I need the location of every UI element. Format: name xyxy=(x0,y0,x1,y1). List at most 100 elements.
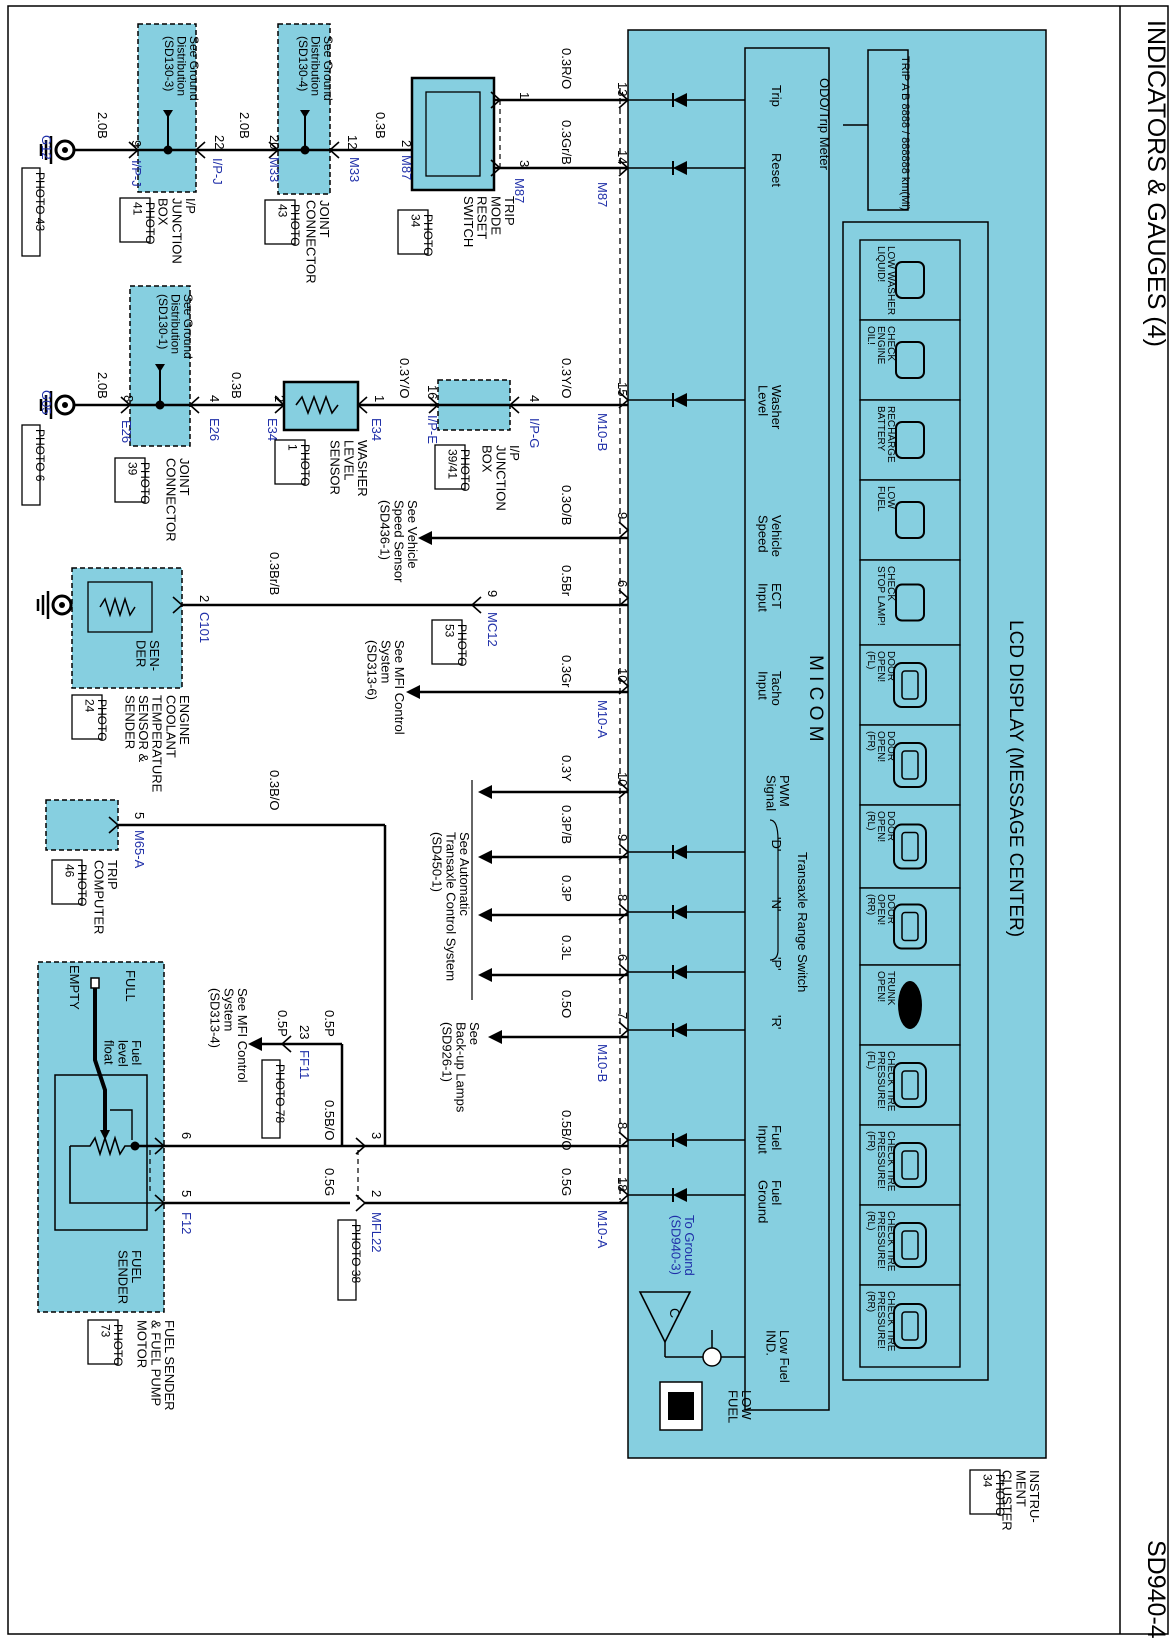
connector-pin-icon xyxy=(355,1194,367,1212)
diode-triangle xyxy=(673,93,687,107)
wire-label: 0.3B xyxy=(373,112,388,139)
cluster-pin: 9 xyxy=(615,834,630,841)
ect-conn-line: C101 xyxy=(197,612,212,643)
ground-dist-ref-line: (SD130-1) xyxy=(156,294,170,349)
signal-label-line: Tacho xyxy=(769,671,784,706)
warning-label: DOOROPEN!(FL) xyxy=(865,651,896,682)
icon-shape xyxy=(895,421,925,459)
arrow-icon xyxy=(100,1130,110,1140)
arrow-icon xyxy=(488,1030,502,1044)
tc-name-line: COMPUTER xyxy=(91,860,106,934)
tire-car-icon xyxy=(893,1142,927,1188)
ipj2-name-line: BOX xyxy=(480,445,495,473)
icon-shape xyxy=(901,1150,919,1180)
ground-icon xyxy=(39,391,76,419)
float-link xyxy=(110,1109,133,1140)
micom-label-line: M I C O M xyxy=(805,655,826,742)
ground-dist-ref: See GroundDistribution(SD130-4) xyxy=(296,36,335,101)
wire-label-line: 0.3B/O xyxy=(267,770,282,810)
tc-pin-line: 5 xyxy=(132,812,147,819)
warning-label-line: OPEN! xyxy=(875,894,886,925)
connector-pin-icon xyxy=(618,521,630,539)
j2-pin: 4 xyxy=(207,395,222,402)
to-ground-ref: To Ground(SD940-3) xyxy=(668,1215,697,1276)
mc12-photo-line: 53 xyxy=(442,624,456,638)
wire-label-line: 0.5O xyxy=(559,990,574,1018)
warning-label-line: OPEN! xyxy=(875,811,886,842)
arrow-icon xyxy=(478,850,492,864)
icon-shape xyxy=(893,903,927,950)
wire-label-line: 0.5G xyxy=(322,1168,337,1196)
cluster-photo-line: PHOTO xyxy=(993,1474,1007,1516)
signal-label-line: Trip xyxy=(769,85,784,107)
car-door-icon xyxy=(893,742,927,788)
rheostat-icon xyxy=(70,1135,135,1157)
icon-shape xyxy=(901,1311,919,1341)
mfi-ref-2: See MFI ControlSystem(SD313-4) xyxy=(208,988,250,1083)
cluster-pin: 15 xyxy=(615,382,630,396)
fs-pin-line: 6 xyxy=(179,1132,194,1139)
ipj-pin: 22 xyxy=(212,135,227,149)
wl-pin-line: 1 xyxy=(372,395,387,402)
icon-shape xyxy=(901,911,919,942)
ect-photo-box xyxy=(71,694,103,740)
wire-label: 0.3L xyxy=(559,935,574,960)
ipj2-name-line: JUNCTION xyxy=(493,445,508,511)
mfl22-pin-line: 2 xyxy=(369,1190,384,1197)
washer-level-sensor xyxy=(282,380,360,432)
signal-label-line: Fuel xyxy=(769,1180,784,1205)
odo-display-text-line: TRIP A B 8888 / 888888 km(Mi) xyxy=(899,56,911,210)
wl-conn-line: E34 xyxy=(369,418,384,441)
wire-label: 0.3Y/O xyxy=(559,358,574,398)
warning-label-line: DOOR xyxy=(885,894,896,924)
cluster-pin-line: 8 xyxy=(615,1122,630,1129)
icon-shape xyxy=(893,823,927,870)
washer-icon xyxy=(895,261,925,299)
warning-label-line: (FR) xyxy=(865,1131,876,1151)
conn-m10a-line: M10-A xyxy=(595,1210,610,1249)
warning-cell xyxy=(859,239,961,321)
mfl22-pin: 2 xyxy=(369,1190,384,1197)
wire-label: 0.5G xyxy=(322,1168,337,1196)
ground-dist-ref-line: (SD130-4) xyxy=(296,36,310,91)
ect-name: ENGINECOOLANTTEMPERATURESENSOR &SENDER xyxy=(122,695,192,793)
page-code: SD940-4 xyxy=(1142,1540,1170,1639)
icon-shape xyxy=(893,1142,927,1188)
diode-triangle xyxy=(673,1188,687,1202)
g05-photo-box xyxy=(21,424,41,506)
ect-inner xyxy=(87,581,153,633)
ipj-name-line: JUNCTION xyxy=(169,198,184,264)
icon-shape xyxy=(893,662,927,708)
switch-pin-line: 2 xyxy=(399,140,414,147)
fs-pin-line: 5 xyxy=(179,1190,194,1197)
cluster-name-line: CLUSTER xyxy=(1000,1470,1015,1531)
diode-icon xyxy=(672,1023,687,1037)
ground-symbol-label-line: C xyxy=(667,1308,683,1318)
cluster-pin-line: 13 xyxy=(615,82,630,96)
warning-label-line: CHECK xyxy=(885,326,896,361)
warning-label-line: PRESSURE! xyxy=(875,1211,886,1269)
switch-pin: 2 xyxy=(399,140,414,147)
ground-symbol-label: C xyxy=(667,1308,683,1318)
stop-lamp-icon xyxy=(895,583,925,622)
wl-conn: E34 xyxy=(369,418,384,441)
diode-icon xyxy=(672,1133,687,1147)
wire-label: 0.3Br/B xyxy=(267,552,282,595)
wire-label: 2.0B xyxy=(95,372,110,399)
cluster-pin-line: 7 xyxy=(615,1012,630,1019)
conn-m87: M87 xyxy=(595,182,610,207)
cluster-name-line: MENT xyxy=(1013,1470,1028,1507)
joint-conn: M33 xyxy=(267,157,282,182)
wire-label-line: 0.3R/O xyxy=(559,48,574,89)
wire-label: 0.5G xyxy=(559,1168,574,1196)
j2-pin-line: 8 xyxy=(121,395,136,402)
conn-m10b-line: M10-B xyxy=(595,413,610,451)
warning-cell xyxy=(859,887,961,966)
ff11-conn: FF11 xyxy=(297,1050,312,1079)
mfi-ref-2-line: See MFI Control xyxy=(235,988,250,1083)
g12-label: G12 xyxy=(39,135,54,160)
arrow-icon xyxy=(300,110,310,118)
signal-label: 'R' xyxy=(769,1015,784,1029)
connector-pin-icon xyxy=(490,159,502,177)
cluster-pin-line: 6 xyxy=(615,954,630,961)
